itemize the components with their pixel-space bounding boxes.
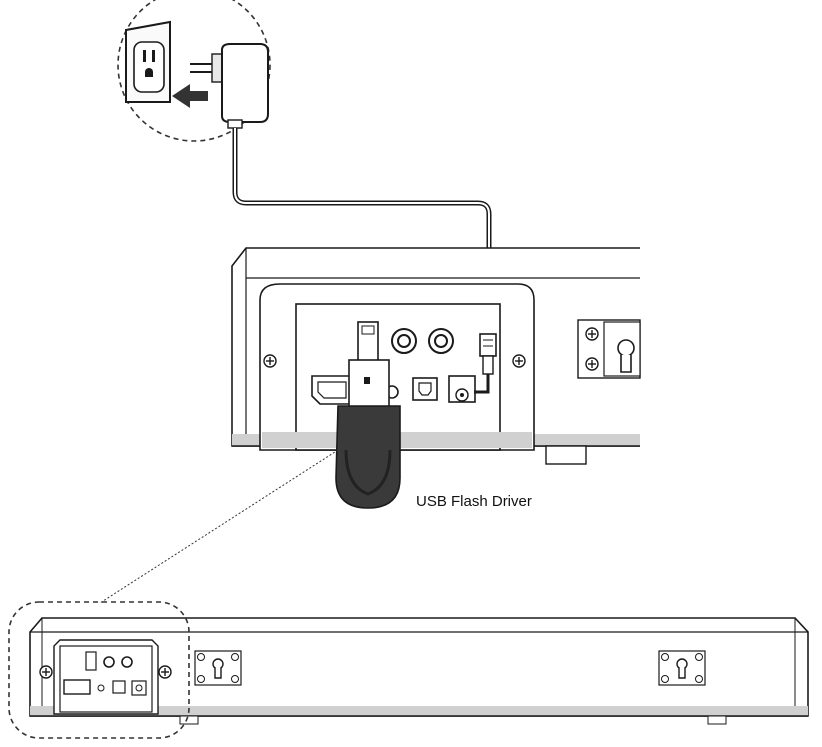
screw-icon: [263, 354, 277, 368]
zoom-region-outline: [8, 601, 190, 739]
dc-plug: [474, 333, 497, 394]
power-adapter-icon: [190, 43, 269, 129]
soundbar-full-view: [8, 601, 809, 739]
soundbar-rear-closeup: [231, 247, 641, 509]
callout-leader-line: [99, 449, 339, 604]
aux-input-jacks: [391, 328, 454, 354]
usb-flash-driver-label: USB Flash Driver: [416, 493, 532, 510]
hdmi-port: [311, 375, 353, 405]
wall-outlet-icon: [125, 20, 171, 103]
keyhole-mount-icon: [194, 650, 242, 686]
keyhole-mount-icon: [577, 319, 641, 379]
dc-power-port: [448, 375, 476, 403]
screw-icon: [512, 354, 526, 368]
optical-port: [412, 377, 438, 401]
usb-flash-drive-icon: [335, 321, 401, 509]
insert-arrow-icon: [172, 84, 208, 108]
wall-outlet-callout: [117, 0, 271, 142]
keyhole-mount-icon: [658, 650, 706, 686]
